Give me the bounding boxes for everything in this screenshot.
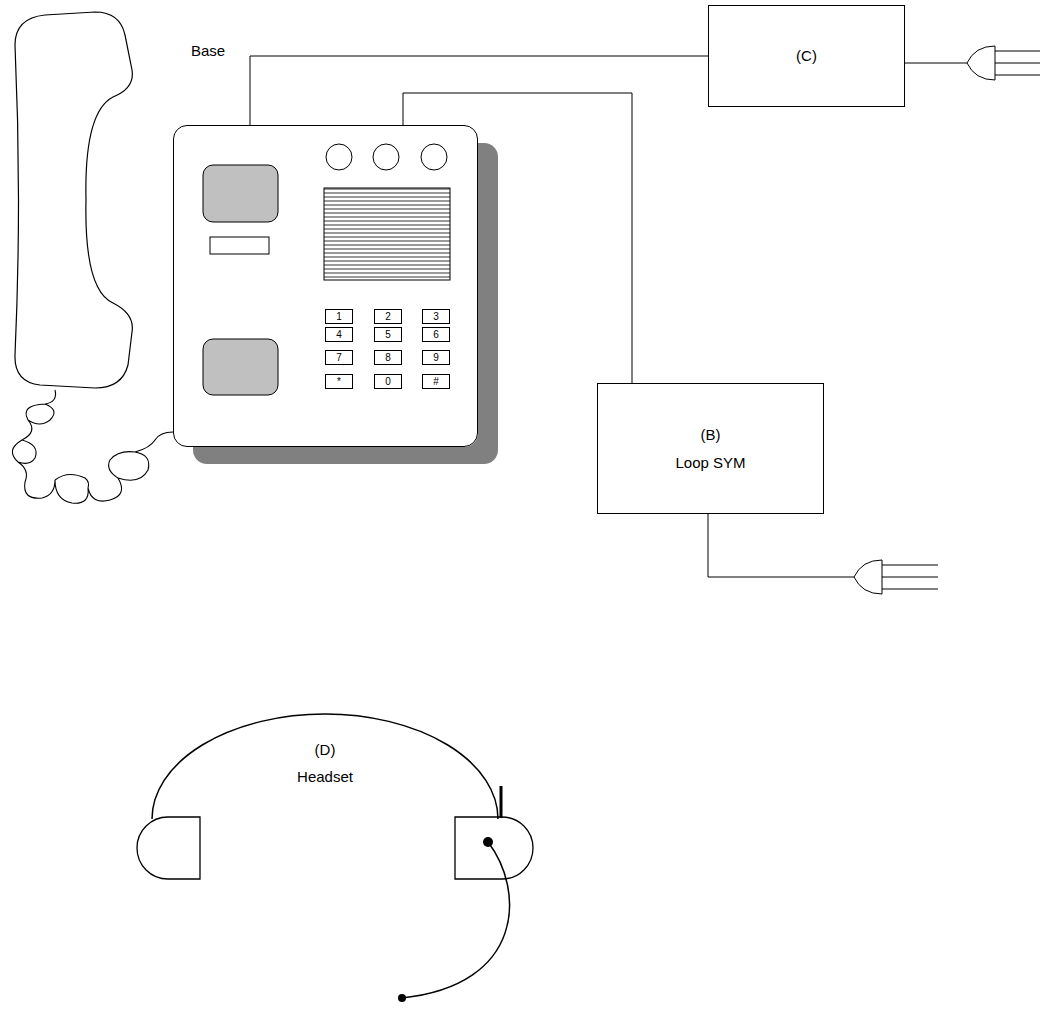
plug-prong <box>882 589 938 590</box>
base-body <box>173 125 478 447</box>
keypad-key: 0 <box>374 374 402 389</box>
phone-base: Base123456789*0# <box>173 125 478 447</box>
grey-button <box>203 339 278 395</box>
headband <box>152 714 498 819</box>
keypad-key: 2 <box>374 309 402 324</box>
keypad-key: * <box>325 374 353 389</box>
earcup <box>137 817 200 879</box>
round-button <box>373 144 399 170</box>
key-label: 2 <box>385 312 391 322</box>
connector-line <box>250 56 708 125</box>
key-label: 0 <box>385 377 391 387</box>
coiled-cord <box>12 390 173 503</box>
connector-wire <box>250 56 708 125</box>
plug-prong <box>995 75 1040 76</box>
keypad-key: 5 <box>374 327 402 342</box>
headset: (D) Headset <box>150 708 500 818</box>
plug-prong <box>882 577 938 578</box>
keypad-key: 3 <box>422 309 450 324</box>
loop-sym-box: (B) Loop SYM <box>597 383 824 514</box>
keypad-key: 1 <box>325 309 353 324</box>
round-button <box>421 144 447 170</box>
speaker-grille <box>324 188 450 280</box>
plug-prong <box>995 63 1040 64</box>
plug-prong <box>882 565 938 566</box>
keypad-key: 4 <box>325 327 353 342</box>
key-label: # <box>433 377 439 387</box>
key-label: 5 <box>385 330 391 340</box>
key-label: 6 <box>433 330 439 340</box>
box-label: (C) <box>796 47 817 64</box>
box-label: (B) <box>701 426 721 443</box>
key-label: 9 <box>433 353 439 363</box>
microphone <box>398 994 406 1002</box>
display-slot <box>210 237 269 254</box>
key-label: 4 <box>336 330 342 340</box>
microphone <box>483 837 493 847</box>
grey-button <box>203 165 278 222</box>
power-plug <box>854 560 882 594</box>
microphone-boom <box>402 842 510 998</box>
key-label: 3 <box>433 312 439 322</box>
earcup <box>455 817 533 879</box>
plug-prong <box>995 51 1040 52</box>
part-label: Base <box>191 42 225 59</box>
keypad-key: 9 <box>422 350 450 365</box>
handset <box>15 12 132 388</box>
power-supply-box: (C) <box>708 5 905 107</box>
keypad-key: 8 <box>374 350 402 365</box>
power-cord <box>905 63 968 64</box>
power-cord <box>708 514 855 577</box>
keypad-key: # <box>422 374 450 389</box>
power-plug <box>967 46 995 80</box>
key-label: * <box>337 377 341 387</box>
key-label: 7 <box>336 353 342 363</box>
keypad-key: 6 <box>422 327 450 342</box>
box-label: Loop SYM <box>675 454 745 471</box>
box-label: (D) <box>315 741 336 758</box>
key-label: 1 <box>336 312 342 322</box>
key-label: 8 <box>385 353 391 363</box>
keypad-key: 7 <box>325 350 353 365</box>
connector-line <box>403 93 632 383</box>
box-label: Headset <box>297 768 353 785</box>
connector-wire <box>403 93 632 383</box>
headband-outline <box>150 708 500 820</box>
round-button <box>326 144 352 170</box>
antenna <box>500 786 503 818</box>
